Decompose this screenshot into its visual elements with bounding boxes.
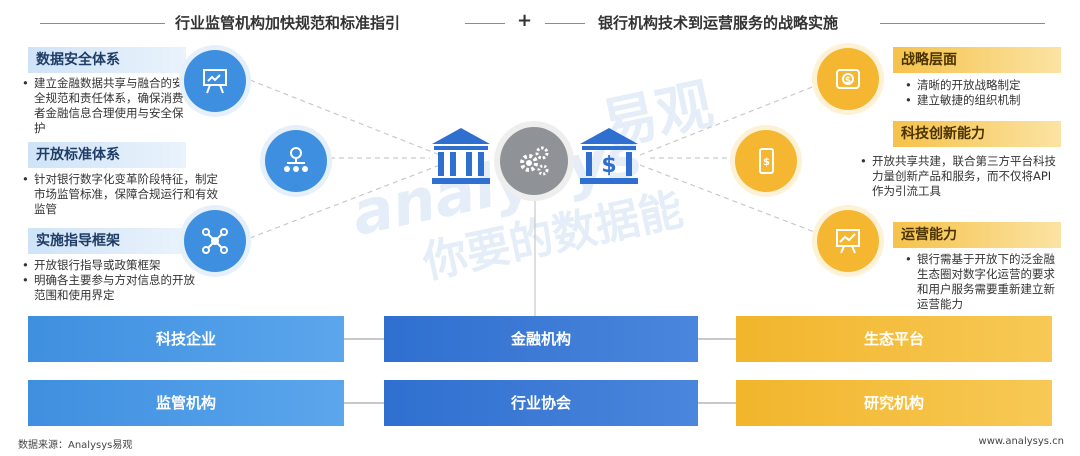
header-line-mid-right bbox=[545, 23, 585, 24]
box-regulator: 监管机构 bbox=[28, 380, 344, 426]
box-industry-association: 行业协会 bbox=[384, 380, 698, 426]
bullet-item: 明确各主要参与方对信息的开放范围和使用界定 bbox=[20, 273, 200, 303]
label-tech-innovation: 科技创新能力 bbox=[893, 121, 1061, 147]
idea-network-icon bbox=[265, 130, 327, 192]
svg-text:$: $ bbox=[763, 157, 770, 168]
box-connector bbox=[344, 402, 384, 404]
bullet-item: 建立敏捷的组织机制 bbox=[903, 93, 1063, 108]
header-line-left bbox=[40, 23, 165, 24]
bullet-item: 开放银行指导或政策框架 bbox=[20, 258, 200, 273]
header-right-title: 银行机构技术到运营服务的战略实施 bbox=[598, 14, 839, 32]
box-connector bbox=[344, 338, 384, 340]
label-implementation-framework: 实施指导框架 bbox=[28, 228, 186, 254]
box-ecosystem-platform: 生态平台 bbox=[736, 316, 1052, 362]
mobile-payment-icon: $ bbox=[735, 130, 797, 192]
header-left-title: 行业监管机构加快规范和标准指引 bbox=[175, 14, 401, 32]
label-strategy-level: 战略层面 bbox=[893, 47, 1061, 73]
box-connector bbox=[698, 338, 736, 340]
svg-text:$: $ bbox=[601, 153, 616, 178]
bullets-operation-capability: 银行需基于开放下的泛金融生态圈对数字化运营的要求和用户服务需要重新建立新运营能力 bbox=[903, 252, 1063, 312]
gears-icon bbox=[500, 127, 568, 195]
bullet-item: 建立金融数据共享与融合的安全规范和责任体系，确保消费者金融信息合理使用与安全保护 bbox=[20, 76, 188, 136]
network-nodes-icon bbox=[184, 210, 246, 272]
chart-board-icon bbox=[817, 210, 879, 272]
header-plus: + bbox=[517, 10, 533, 31]
footer-source: 数据来源：Analysys易观 bbox=[18, 440, 133, 451]
bank-icon bbox=[428, 124, 494, 188]
bullets-data-security: 建立金融数据共享与融合的安全规范和责任体系，确保消费者金融信息合理使用与安全保护 bbox=[20, 76, 188, 136]
footer-url: www.analysys.cn bbox=[978, 436, 1064, 447]
header-line-right bbox=[880, 23, 1045, 24]
bullets-strategy-level: 清晰的开放战略制定 建立敏捷的组织机制 bbox=[903, 78, 1063, 108]
svg-text:$: $ bbox=[845, 76, 851, 86]
bullets-tech-innovation: 开放共享共建，联合第三方平台科技力量创新产品和服务，而不仅将API作为引流工具 bbox=[858, 154, 1058, 199]
label-operation-capability: 运营能力 bbox=[893, 222, 1061, 248]
bullet-item: 银行需基于开放下的泛金融生态圈对数字化运营的要求和用户服务需要重新建立新运营能力 bbox=[903, 252, 1063, 312]
label-data-security: 数据安全体系 bbox=[28, 47, 186, 73]
money-icon: $ bbox=[817, 48, 879, 110]
box-tech-enterprise: 科技企业 bbox=[28, 316, 344, 362]
bullets-implementation-framework: 开放银行指导或政策框架 明确各主要参与方对信息的开放范围和使用界定 bbox=[20, 258, 200, 303]
bank-dollar-icon: $ bbox=[576, 124, 642, 188]
bullet-item: 针对银行数字化变革阶段特征，制定市场监管标准，保障合规运行和有效监管 bbox=[20, 172, 220, 217]
bullets-open-standards: 针对银行数字化变革阶段特征，制定市场监管标准，保障合规运行和有效监管 bbox=[20, 172, 220, 217]
box-connector bbox=[698, 402, 736, 404]
bullet-item: 清晰的开放战略制定 bbox=[903, 78, 1063, 93]
label-open-standards: 开放标准体系 bbox=[28, 142, 186, 168]
presentation-icon bbox=[184, 50, 246, 112]
bullet-item: 开放共享共建，联合第三方平台科技力量创新产品和服务，而不仅将API作为引流工具 bbox=[858, 154, 1058, 199]
header-line-mid-left bbox=[465, 23, 505, 24]
box-research-institution: 研究机构 bbox=[736, 380, 1052, 426]
box-financial-institution: 金融机构 bbox=[384, 316, 698, 362]
